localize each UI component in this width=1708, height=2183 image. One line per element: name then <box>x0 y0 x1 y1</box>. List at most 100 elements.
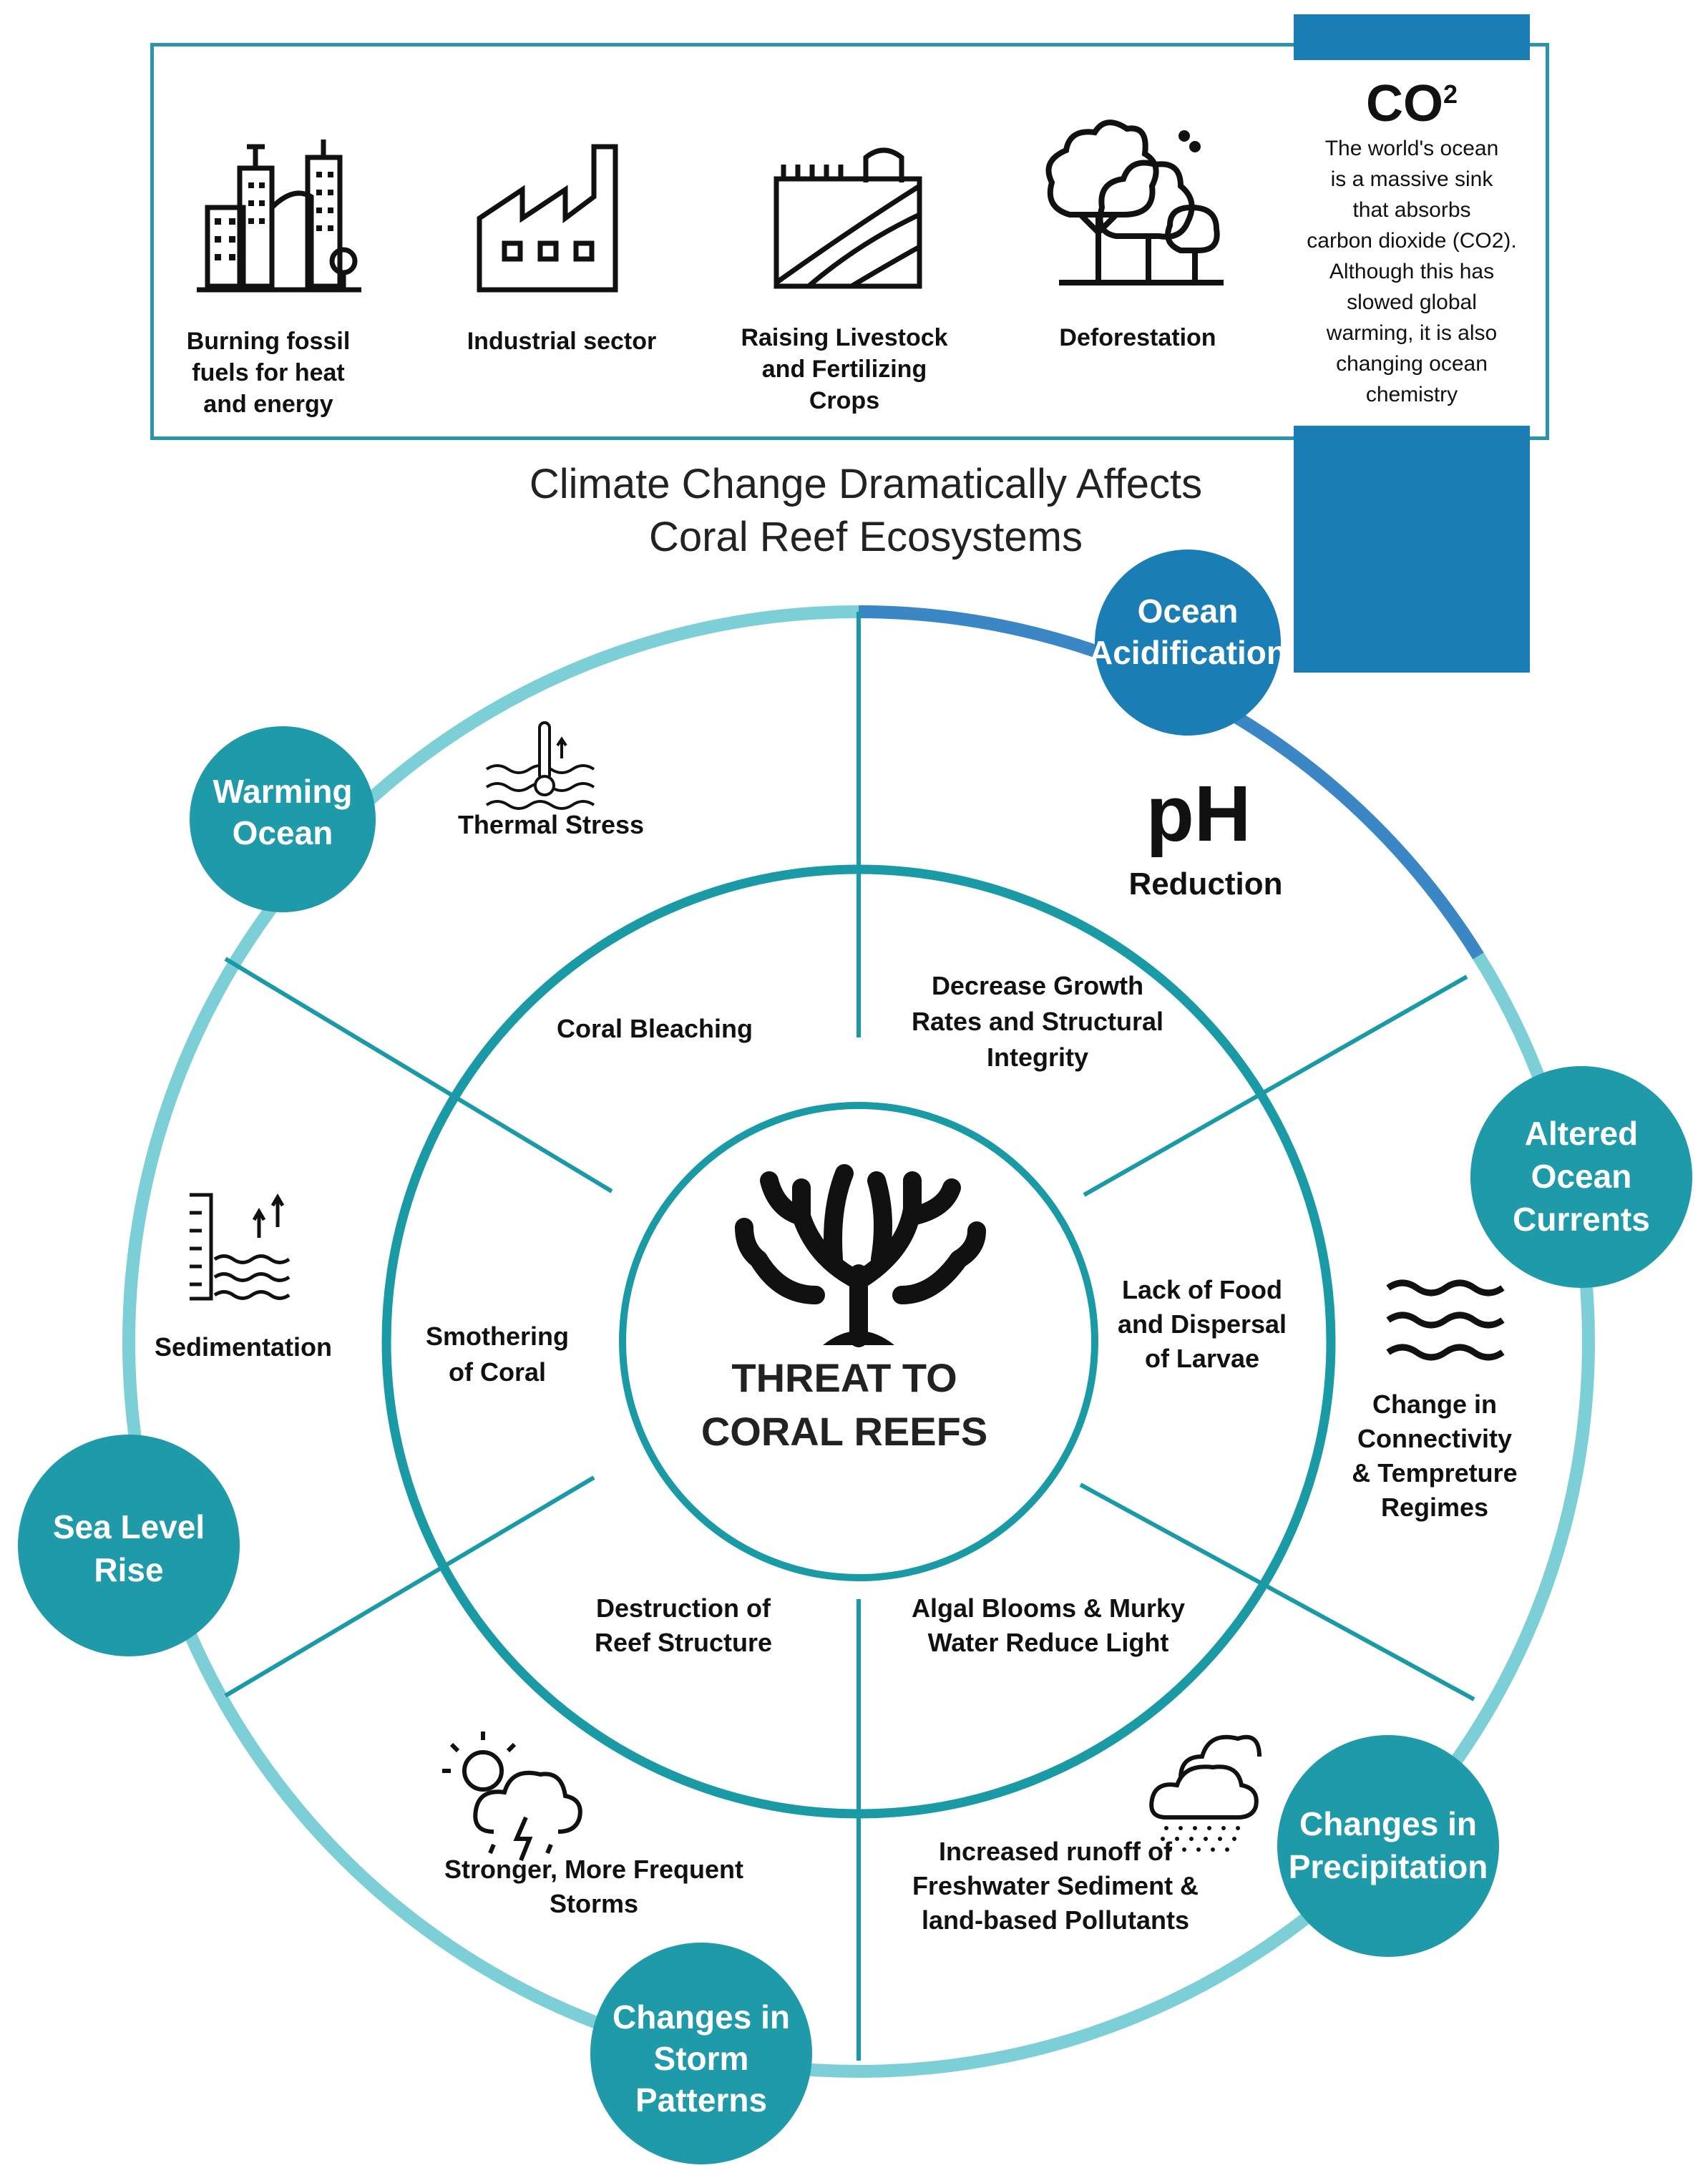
source-label-line: Raising Livestock <box>741 324 948 351</box>
thermometer-waves-icon <box>485 721 595 810</box>
co2-superscript: 2 <box>1443 79 1458 109</box>
driver-circles <box>18 550 1692 2164</box>
outer-label-storms-2: Storms <box>550 1889 638 1918</box>
co2-line: is a massive sink <box>1330 167 1493 191</box>
diagram-title: Climate Change Dramatically Affects Cora… <box>401 458 1331 564</box>
inner-label-food-2: and Dispersal <box>1118 1309 1287 1339</box>
co2-panel-header <box>1294 14 1530 60</box>
source-label-line: and Fertilizing <box>761 356 927 383</box>
inner-label-algal-2: Water Reduce Light <box>928 1628 1169 1657</box>
coral-icon <box>735 1164 986 1347</box>
source-label-livestock: Raising Livestock and Fertilizing Crops <box>723 322 966 416</box>
outer-label-storms-1: Stronger, More Frequent <box>444 1855 743 1884</box>
source-label-deforestation: Deforestation <box>1030 322 1245 353</box>
driver-label-storms-1: Changes in <box>613 1998 790 2036</box>
farm-icon <box>774 147 922 289</box>
driver-circle-acidification <box>1095 550 1281 736</box>
spoke-lower-left <box>224 1475 595 1698</box>
driver-label-warming-1: Warming <box>213 773 352 810</box>
co2-line: warming, it is also <box>1326 321 1498 345</box>
inner-label-growth-1: Decrease Growth <box>932 971 1143 1000</box>
rain-cloud-icon <box>1149 1734 1262 1820</box>
driver-label-sea-level-2: Rise <box>94 1551 163 1588</box>
inner-label-destruction-1: Destruction of <box>596 1593 771 1623</box>
spoke-upper-right <box>1083 975 1468 1197</box>
co2-line: Although this has <box>1329 260 1495 283</box>
driver-label-currents-1: Altered <box>1525 1115 1638 1152</box>
coral-base <box>823 1331 894 1345</box>
co2-line: slowed global <box>1347 290 1477 314</box>
co2-line: carbon dioxide (CO2). <box>1307 229 1517 253</box>
co2-panel: CO2 The world's ocean is a massive sink … <box>1294 60 1530 426</box>
center-label-1: THREAT TO <box>731 1355 957 1400</box>
driver-label-sea-level-1: Sea Level <box>53 1508 205 1545</box>
ph-reduction-label: Reduction <box>1128 866 1282 902</box>
driver-circle-sea-level <box>18 1435 240 1656</box>
inner-label-algal-1: Algal Blooms & Murky <box>912 1593 1185 1623</box>
co2-description: The world's ocean is a massive sink that… <box>1294 133 1530 410</box>
outer-label-runoff-1: Increased runoff of <box>939 1837 1173 1866</box>
title-line-1: Climate Change Dramatically Affects <box>529 461 1203 507</box>
outer-label-connectivity-2: Connectivity <box>1357 1424 1512 1453</box>
inner-label-growth-3: Integrity <box>987 1042 1088 1072</box>
outer-label-connectivity-4: Regimes <box>1381 1493 1488 1522</box>
outer-label-connectivity-1: Change in <box>1372 1390 1497 1419</box>
city-buildings-icon <box>197 140 361 293</box>
driver-label-warming-2: Ocean <box>233 814 333 851</box>
co2-title-text: CO <box>1365 75 1443 132</box>
driver-label-currents-3: Currents <box>1513 1201 1650 1238</box>
center-label: THREAT TO CORAL REEFS <box>701 1355 987 1454</box>
co2-line: The world's ocean <box>1324 137 1499 160</box>
outer-labels: Thermal Stress Sedimentation Change in C… <box>155 810 1518 1935</box>
driver-circle-warming <box>190 726 376 912</box>
co2-title: CO2 <box>1294 74 1530 133</box>
spokes <box>224 612 1475 2061</box>
driver-label-precipitation-2: Precipitation <box>1289 1848 1488 1885</box>
driver-circle-precipitation <box>1277 1735 1499 1957</box>
inner-label-growth-2: Rates and Structural <box>912 1007 1163 1036</box>
inner-label-destruction-2: Reef Structure <box>595 1628 772 1657</box>
co2-line: chemistry <box>1365 383 1458 406</box>
source-label-line: Crops <box>809 387 880 414</box>
trees-icon <box>1045 119 1224 285</box>
outer-label-runoff-2: Freshwater Sediment & <box>912 1871 1199 1900</box>
inner-ring <box>619 1102 1098 1581</box>
source-label-line: Burning fossil <box>186 328 351 355</box>
outer-label-runoff-3: land-based Pollutants <box>922 1905 1189 1935</box>
driver-labels: Ocean Acidification Warming Ocean Altere… <box>53 592 1650 2119</box>
source-label-line: and energy <box>203 391 333 418</box>
driver-label-storms-3: Patterns <box>635 2081 767 2119</box>
ph-label: pH <box>1146 770 1251 858</box>
factory-icon <box>477 144 618 293</box>
waves-icon <box>1386 1279 1505 1361</box>
inner-label-bleaching: Coral Bleaching <box>557 1014 753 1043</box>
source-label-line: Industrial sector <box>467 328 657 355</box>
source-label-line: fuels for heat <box>192 359 345 386</box>
emission-sources-box <box>150 43 1549 440</box>
driver-circle-storms <box>590 1943 812 2164</box>
source-label-fossil-fuels: Burning fossil fuels for heat and energy <box>157 326 379 420</box>
outer-label-sedimentation: Sedimentation <box>155 1332 332 1362</box>
driver-circle-currents <box>1470 1066 1692 1288</box>
driver-label-currents-2: Ocean <box>1531 1158 1632 1195</box>
outer-label-thermal: Thermal Stress <box>458 810 644 839</box>
spoke-upper-left <box>224 957 613 1193</box>
inner-label-smothering-2: of Coral <box>449 1357 546 1387</box>
sea-level-gauge-icon <box>190 1193 291 1301</box>
inner-label-food-1: Lack of Food <box>1122 1275 1282 1304</box>
co2-line: changing ocean <box>1336 352 1488 376</box>
outer-label-connectivity-3: & Tempreture <box>1352 1458 1517 1488</box>
source-label-industrial: Industrial sector <box>444 326 680 357</box>
driver-label-acidification-1: Ocean <box>1138 592 1239 630</box>
title-line-2: Coral Reef Ecosystems <box>649 514 1083 560</box>
co2-panel-footer <box>1294 426 1530 673</box>
source-label-line: Deforestation <box>1059 324 1216 351</box>
driver-label-acidification-2: Acidification <box>1089 634 1287 671</box>
rain-drops-icon <box>1161 1826 1240 1852</box>
co2-line: that absorbs <box>1352 198 1471 222</box>
driver-label-storms-2: Storm <box>654 2040 749 2077</box>
driver-label-precipitation-1: Changes in <box>1299 1805 1477 1842</box>
inner-labels: Coral Bleaching Decrease Growth Rates an… <box>426 971 1287 1657</box>
storm-cloud-icon <box>442 1732 582 1862</box>
